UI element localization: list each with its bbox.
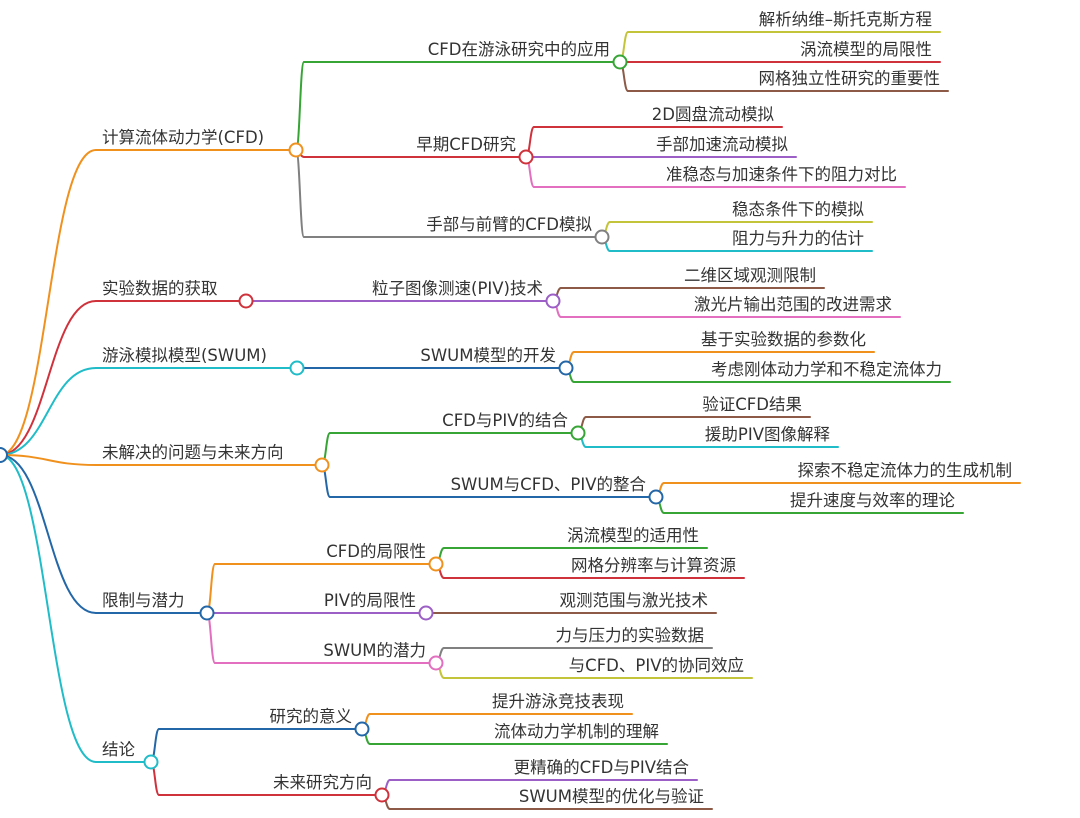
branch-edge: [0, 300, 97, 456]
leaf-label[interactable]: 力与压力的实验数据: [556, 626, 705, 645]
branch-label[interactable]: 未解决的问题与未来方向: [102, 443, 284, 462]
subtopic-label[interactable]: 手部与前臂的CFD模拟: [426, 215, 592, 234]
leaf-label[interactable]: 阻力与升力的估计: [732, 229, 864, 248]
branch-node-circle[interactable]: [199, 605, 215, 621]
root-node-circle[interactable]: [0, 447, 8, 463]
leaf-label[interactable]: 准稳态与加速条件下的阻力对比: [666, 165, 897, 184]
subtopic-edge: [295, 149, 305, 238]
branch-node-circle[interactable]: [288, 142, 304, 158]
subtopic-node-circle[interactable]: [354, 721, 370, 737]
branch-edge: [0, 454, 97, 614]
branch-label[interactable]: 游泳模拟模型(SWUM): [102, 346, 267, 365]
leaf-label[interactable]: 解析纳维–斯托克斯方程: [759, 10, 932, 29]
leaf-label[interactable]: 观测范围与激光技术: [560, 591, 709, 610]
leaf-label[interactable]: 手部加速流动模拟: [656, 135, 789, 154]
leaf-label[interactable]: 涡流模型的适用性: [567, 526, 699, 545]
branch-node-circle[interactable]: [289, 360, 305, 376]
leaf-label[interactable]: 流体动力学机制的理解: [494, 722, 659, 741]
subtopic-label[interactable]: 研究的意义: [270, 707, 353, 726]
leaf-label[interactable]: 考虑刚体动力学和不稳定流体力: [711, 360, 942, 379]
leaf-label[interactable]: 网格分辨率与计算资源: [571, 556, 736, 575]
branch-edge: [0, 367, 97, 456]
branch-label[interactable]: 实验数据的获取: [102, 279, 218, 298]
subtopic-edge: [295, 61, 305, 151]
branch-node-circle[interactable]: [143, 754, 159, 770]
subtopic-node-circle[interactable]: [428, 556, 444, 572]
leaf-label[interactable]: 激光片输出范围的改进需求: [694, 295, 892, 314]
subtopic-label[interactable]: CFD在游泳研究中的应用: [428, 40, 610, 59]
leaf-label[interactable]: 涡流模型的局限性: [800, 40, 932, 59]
subtopic-label[interactable]: SWUM模型的开发: [420, 346, 556, 365]
mindmap-underlines: [95, 31, 1021, 810]
leaf-label[interactable]: 更精确的CFD与PIV结合: [514, 758, 689, 777]
branch-label[interactable]: 限制与潜力: [102, 591, 185, 610]
subtopic-label[interactable]: SWUM与CFD、PIV的整合: [451, 475, 646, 494]
leaf-label[interactable]: 探索不稳定流体力的生成机制: [798, 461, 1013, 480]
subtopic-node-circle[interactable]: [648, 489, 664, 505]
subtopic-node-circle[interactable]: [570, 425, 586, 441]
leaf-label[interactable]: 与CFD、PIV的协同效应: [569, 656, 744, 675]
branch-node-circle[interactable]: [238, 293, 254, 309]
subtopic-label[interactable]: 未来研究方向: [273, 773, 372, 792]
leaf-label[interactable]: SWUM模型的优化与验证: [519, 787, 704, 806]
subtopic-label[interactable]: 早期CFD研究: [416, 135, 516, 154]
subtopic-node-circle[interactable]: [558, 360, 574, 376]
branch-edge: [0, 454, 97, 466]
branch-label[interactable]: 结论: [102, 740, 136, 759]
subtopic-node-circle[interactable]: [374, 787, 390, 803]
subtopic-node-circle[interactable]: [612, 54, 628, 70]
branch-label[interactable]: 计算流体动力学(CFD): [102, 128, 264, 147]
leaf-label[interactable]: 稳态条件下的模拟: [732, 200, 865, 219]
leaf-label[interactable]: 提升速度与效率的理论: [790, 491, 956, 510]
leaf-label[interactable]: 二维区域观测限制: [684, 266, 816, 285]
subtopic-label[interactable]: SWUM的潜力: [323, 641, 426, 660]
subtopic-label[interactable]: CFD的局限性: [326, 542, 426, 561]
leaf-label[interactable]: 提升游泳竞技表现: [492, 692, 624, 711]
leaf-label[interactable]: 基于实验数据的参数化: [701, 330, 866, 349]
leaf-label[interactable]: 网格独立性研究的重要性: [759, 69, 941, 88]
subtopic-node-circle[interactable]: [545, 293, 561, 309]
leaf-label[interactable]: 援助PIV图像解释: [705, 425, 831, 444]
branch-edge: [0, 149, 97, 456]
subtopic-node-circle[interactable]: [518, 149, 534, 165]
subtopic-label[interactable]: PIV的局限性: [324, 591, 416, 610]
leaf-label[interactable]: 验证CFD结果: [702, 395, 802, 414]
subtopic-edge: [206, 612, 216, 664]
mindmap-labels: 计算流体动力学(CFD) CFD在游泳研究中的应用 解析纳维–斯托克斯方程涡流模型的…: [102, 10, 1012, 806]
mindmap-node-circles: [0, 54, 664, 803]
branch-edge: [0, 454, 97, 763]
subtopic-label[interactable]: 粒子图像测速(PIV)技术: [372, 279, 543, 298]
subtopic-node-circle[interactable]: [418, 605, 434, 621]
subtopic-node-circle[interactable]: [428, 655, 444, 671]
leaf-label[interactable]: 2D圆盘流动模拟: [652, 105, 775, 124]
branch-node-circle[interactable]: [314, 457, 330, 473]
subtopic-node-circle[interactable]: [594, 229, 610, 245]
subtopic-label[interactable]: CFD与PIV的结合: [442, 411, 568, 430]
